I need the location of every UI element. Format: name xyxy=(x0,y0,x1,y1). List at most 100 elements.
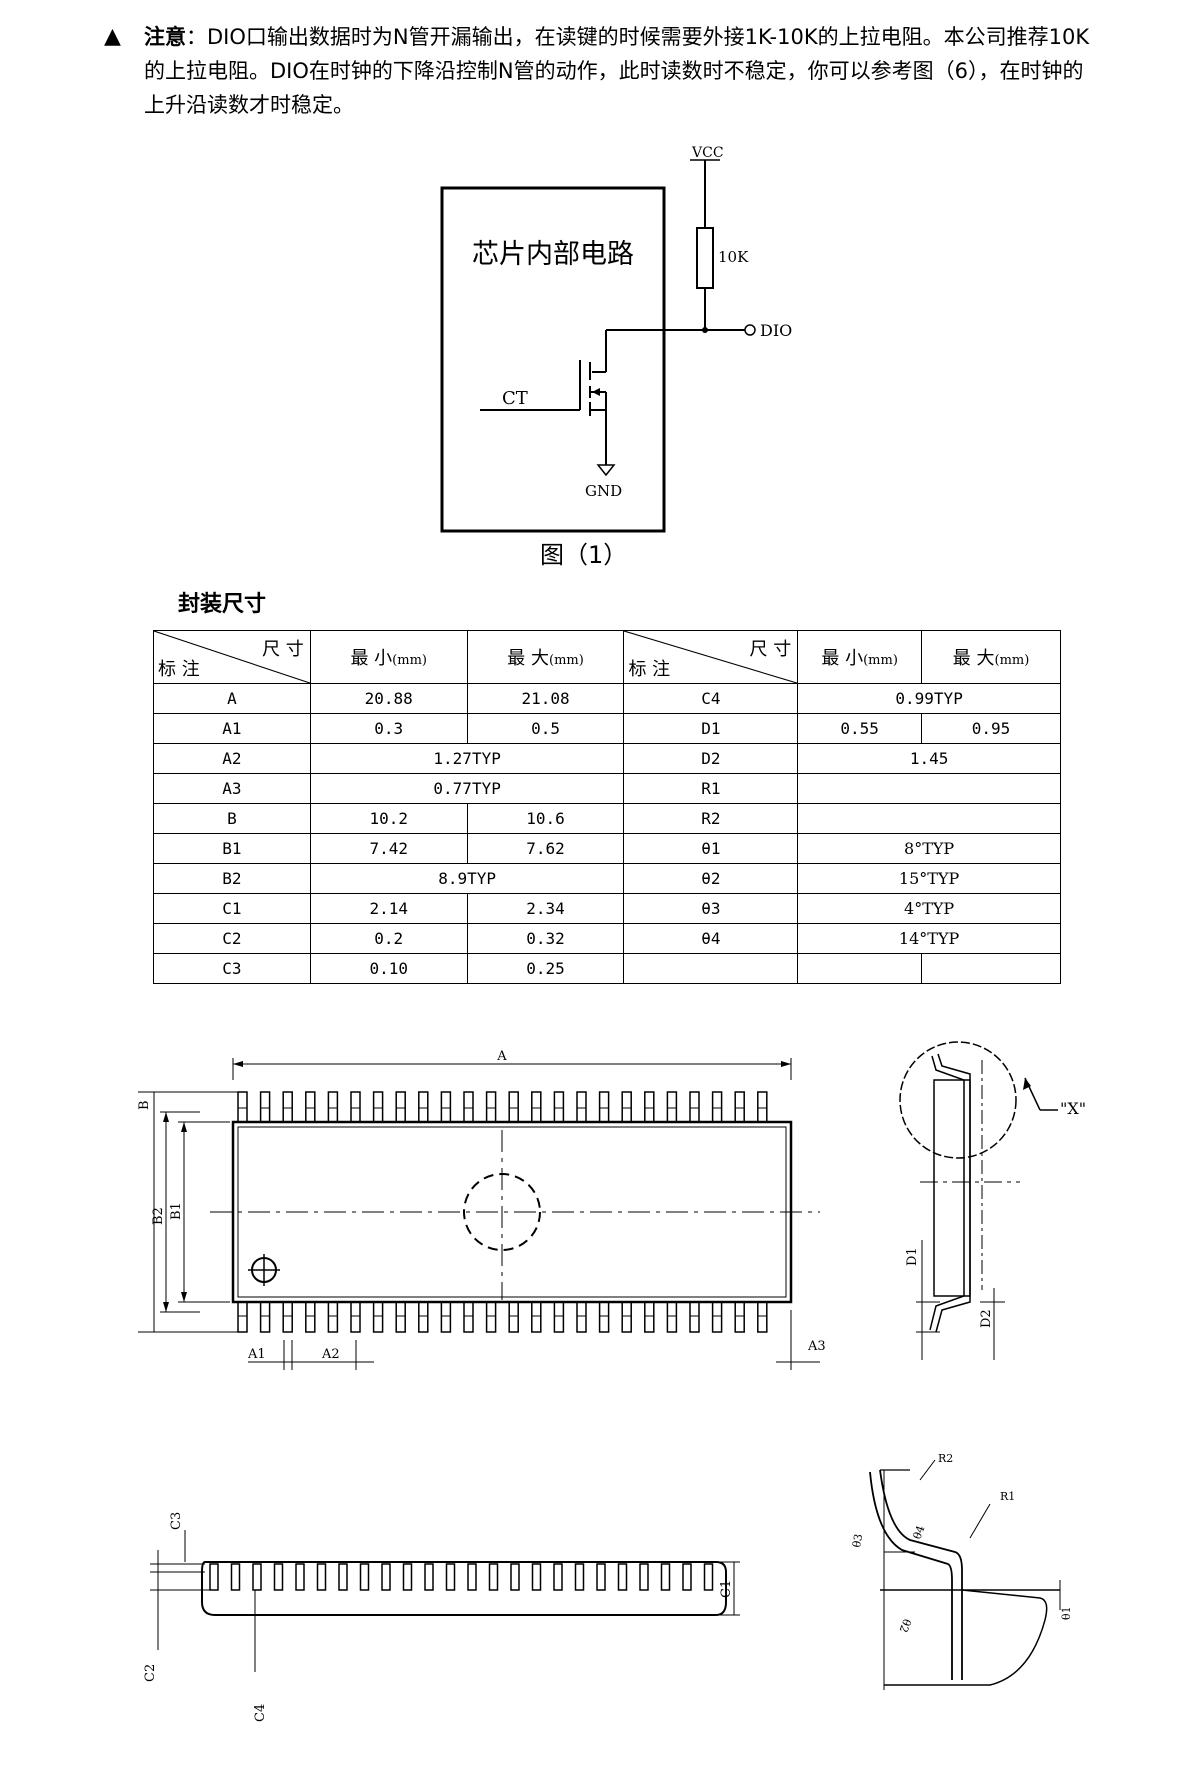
pin xyxy=(359,1563,370,1591)
pin xyxy=(531,1301,542,1333)
pin xyxy=(510,1563,520,1591)
detail-x-circle xyxy=(899,1041,1017,1159)
header-dim-2: 尺 寸 xyxy=(749,639,792,660)
label-R2: R2 xyxy=(938,1452,953,1465)
pin xyxy=(553,1301,565,1333)
pin xyxy=(711,1301,723,1333)
label-C4: C4 xyxy=(253,1704,268,1722)
pin xyxy=(418,1301,429,1333)
pin xyxy=(508,1091,519,1123)
section-title: 封装尺寸 xyxy=(178,592,267,617)
pin xyxy=(531,1563,542,1591)
pin xyxy=(372,1301,384,1333)
label-R1: R1 xyxy=(1000,1490,1015,1503)
pin xyxy=(644,1301,655,1333)
header-max: 最 大(mm) xyxy=(466,630,625,684)
front-pins xyxy=(209,1563,714,1591)
label-C3: C3 xyxy=(169,1512,184,1530)
header-max-2: 最 大(mm) xyxy=(921,630,1061,684)
pin xyxy=(757,1301,768,1333)
pin xyxy=(237,1091,248,1123)
label-theta3: θ3 xyxy=(850,1533,865,1549)
pin xyxy=(463,1091,474,1123)
note-label: 注意 xyxy=(144,25,186,49)
pin xyxy=(576,1091,587,1123)
pin xyxy=(350,1091,361,1123)
pin xyxy=(252,1563,262,1591)
pin xyxy=(209,1563,219,1591)
pin xyxy=(639,1563,649,1591)
pin xyxy=(230,1563,241,1591)
pin xyxy=(644,1091,655,1123)
resistor-label: 10K xyxy=(718,248,749,266)
pin xyxy=(338,1563,348,1591)
pin xyxy=(689,1091,700,1123)
pin xyxy=(553,1563,563,1591)
header-diagonal-cell: 尺 寸 标 注 xyxy=(153,630,311,684)
dio-label: DIO xyxy=(760,321,792,340)
pin xyxy=(621,1091,632,1123)
header-dim: 尺 寸 xyxy=(262,639,304,660)
pin xyxy=(596,1563,606,1591)
pin xyxy=(682,1563,692,1591)
label-A: A xyxy=(496,1049,507,1064)
pin xyxy=(553,1091,565,1123)
pins-bottom xyxy=(237,1301,768,1333)
header-mark-2: 标 注 xyxy=(628,659,671,680)
pin xyxy=(485,1301,497,1333)
label-D2: D2 xyxy=(979,1309,994,1328)
label-theta1: θ1 xyxy=(1060,1606,1073,1620)
pin xyxy=(666,1301,678,1333)
pin xyxy=(463,1301,474,1333)
pin xyxy=(424,1563,434,1591)
pin xyxy=(598,1301,610,1333)
pins-top xyxy=(237,1091,768,1123)
triangle-icon: ▲ xyxy=(104,24,121,49)
pin xyxy=(381,1563,391,1591)
package-side-view: "X" D1 D2 xyxy=(899,1041,1086,1360)
label-A2: A2 xyxy=(321,1347,340,1362)
circuit-diagram: 芯片内部电路 VCC 10K DIO GND CT xyxy=(440,145,792,533)
label-X: "X" xyxy=(1060,1099,1086,1118)
pin xyxy=(327,1091,339,1123)
header-mark: 标 注 xyxy=(158,659,200,680)
pin xyxy=(689,1301,700,1333)
label-A3: A3 xyxy=(807,1339,826,1354)
pin xyxy=(467,1563,477,1591)
pin xyxy=(372,1091,384,1123)
pin xyxy=(418,1091,429,1123)
package-front-view: C1 C3 C2 C4 xyxy=(143,1512,740,1722)
figure-caption: 图（1） xyxy=(540,541,628,569)
ct-label: CT xyxy=(502,388,528,409)
pin xyxy=(574,1563,585,1591)
label-B: B xyxy=(137,1100,152,1110)
pin xyxy=(402,1563,413,1591)
pin xyxy=(237,1301,248,1333)
header-min-2: 最 小(mm) xyxy=(797,630,923,684)
pullup-resistor xyxy=(696,227,714,289)
header-min: 最 小(mm) xyxy=(309,630,468,684)
pin xyxy=(703,1563,714,1591)
pin xyxy=(734,1301,745,1333)
pin xyxy=(259,1091,271,1123)
pin xyxy=(445,1563,456,1591)
note-text-block: 注意：DIO口输出数据时为N管开漏输出，在读键的时候需要外接1K-10K的上拉电… xyxy=(144,20,1104,122)
label-B2: B2 xyxy=(151,1207,166,1225)
pin xyxy=(395,1091,406,1123)
pin xyxy=(327,1301,339,1333)
pin xyxy=(576,1301,587,1333)
pin xyxy=(305,1301,316,1333)
label-B1: B1 xyxy=(169,1202,184,1220)
package-top-view: A B B2 B1 A1 A2 A3 xyxy=(137,1049,826,1370)
pin xyxy=(282,1091,293,1123)
pin xyxy=(485,1091,497,1123)
label-C2: C2 xyxy=(143,1664,158,1682)
pin xyxy=(488,1563,499,1591)
pin xyxy=(282,1301,293,1333)
pin xyxy=(757,1091,768,1123)
note-text: ：DIO口输出数据时为N管开漏输出，在读键的时候需要外接1K-10K的上拉电阻。… xyxy=(144,25,1090,117)
